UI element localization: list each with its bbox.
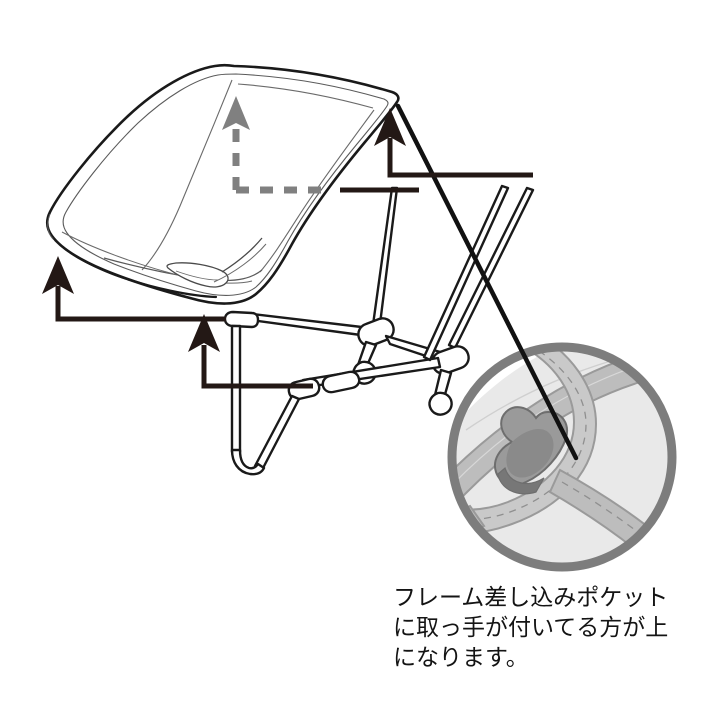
left-pocket-callout-arrow xyxy=(222,96,332,194)
pocket-to-detail-leader-line xyxy=(395,103,579,461)
caption-line-1: フレーム差し込みポケット xyxy=(393,585,669,611)
frame-pocket-detail-view xyxy=(447,342,677,572)
chair-pole-frame xyxy=(223,184,535,476)
instruction-caption: フレーム差し込みポケット に取っ手が付いてる方が上 になります。 xyxy=(393,583,693,673)
caption-line-3: になります。 xyxy=(393,645,529,671)
caption-line-2: に取っ手が付いてる方が上 xyxy=(393,615,669,641)
right-pocket-callout-arrow xyxy=(374,108,533,178)
seat-bottom-left-callout-arrow xyxy=(42,256,226,322)
seat-bottom-center-callout-arrow xyxy=(188,314,225,389)
chair-seat-fabric xyxy=(45,63,400,305)
